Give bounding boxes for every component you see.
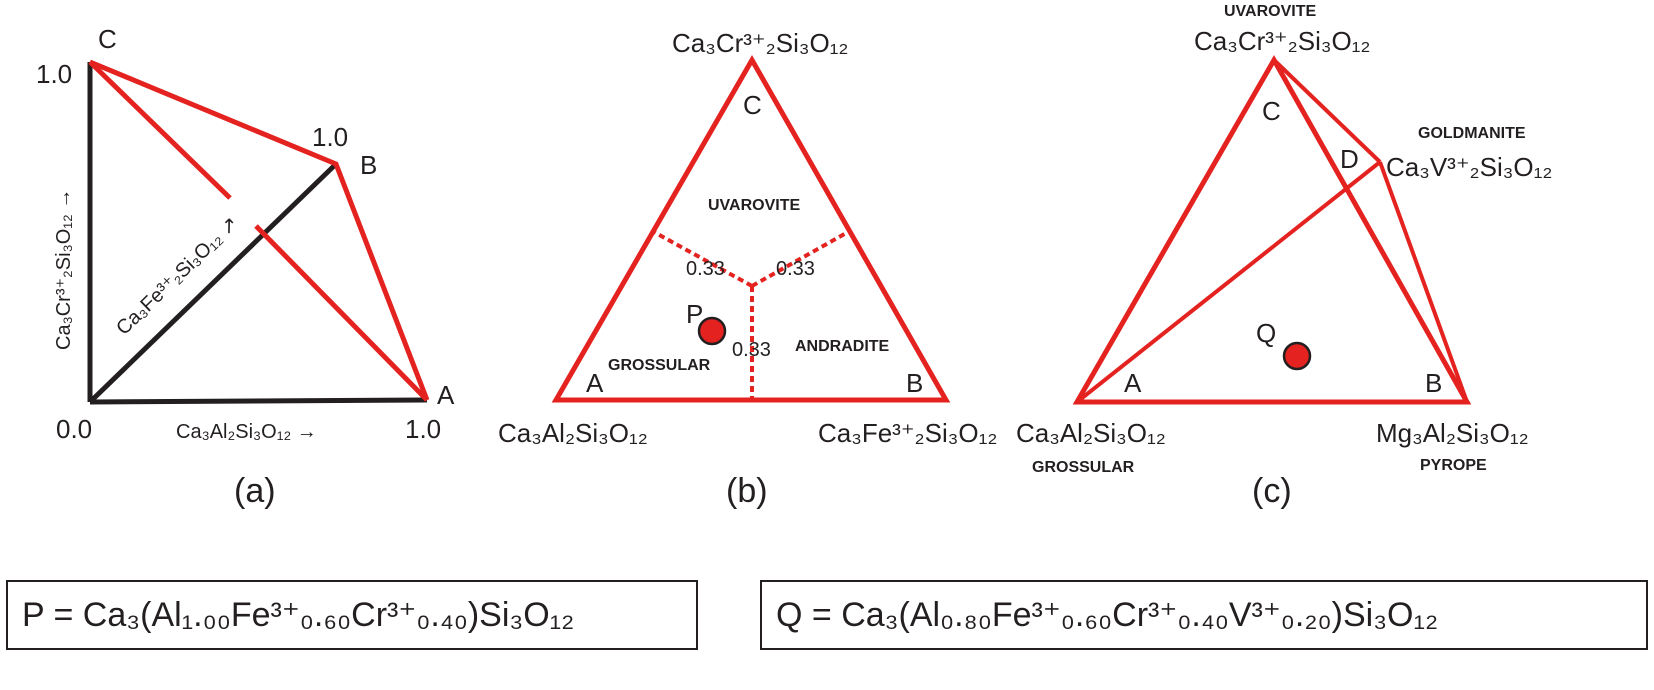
value-b-label: 1.0 bbox=[312, 122, 348, 152]
x-axis-label: Ca₃Al₂Si₃O₁₂ → bbox=[176, 421, 317, 443]
point-q-label: Q bbox=[1256, 318, 1276, 348]
value-right: 0.33 bbox=[776, 258, 815, 280]
top-formula-c: Ca₃Cr³⁺₂Si₃O₁₂ bbox=[1194, 26, 1371, 56]
caption-b: (b) bbox=[726, 472, 768, 510]
corner-a-label: A bbox=[437, 380, 455, 410]
formula-p: P = Ca₃(Al₁.₀₀Fe³⁺₀.₆₀Cr³⁺₀.₄₀)Si₃O₁₂ bbox=[22, 596, 575, 634]
panel-a: C 1.0 1.0 B A 0.0 1.0 Ca₃Al₂Si₃O₁₂ → Ca₃… bbox=[36, 24, 455, 510]
corner-b-label-b: B bbox=[906, 368, 923, 398]
value-bottom: 0.33 bbox=[732, 339, 771, 361]
axis-diagonal-line bbox=[88, 162, 338, 404]
corner-c-label-c: C bbox=[1262, 96, 1281, 126]
formula-q: Q = Ca₃(Al₀.₈₀Fe³⁺₀.₆₀Cr³⁺₀.₄₀V³⁺₀.₂₀)Si… bbox=[776, 596, 1439, 634]
panel-c: UVAROVITE Ca₃Cr³⁺₂Si₃O₁₂ C GOLDMANITE Ca… bbox=[1016, 3, 1552, 510]
axis-x-line bbox=[89, 397, 428, 405]
dotted-line-left bbox=[653, 230, 753, 288]
formula-q-box: Q = Ca₃(Al₀.₈₀Fe³⁺₀.₆₀Cr³⁺₀.₄₀V³⁺₀.₂₀)Si… bbox=[760, 580, 1648, 650]
pyrope-name: PYROPE bbox=[1420, 457, 1487, 474]
corner-d-label-c: D bbox=[1340, 144, 1359, 174]
red-line-c-lower bbox=[254, 224, 429, 402]
left-formula-b: Ca₃Al₂Si₃O₁₂ bbox=[498, 418, 648, 448]
y-axis-label: Ca₃Cr³⁺₂Si₃O₁₂ → bbox=[53, 189, 75, 350]
corner-b-label-c: B bbox=[1425, 368, 1442, 398]
panel-b: Ca₃Cr³⁺₂Si₃O₁₂ C UVAROVITE 0.33 0.33 P 0… bbox=[498, 28, 997, 510]
caption-c: (c) bbox=[1252, 472, 1292, 510]
red-line-c-upper bbox=[88, 60, 232, 200]
point-p-marker bbox=[697, 316, 727, 346]
ternary-triangle-c bbox=[1072, 54, 1472, 405]
red-outline-cba bbox=[89, 59, 430, 401]
left-formula-c: Ca₃Al₂Si₃O₁₂ bbox=[1016, 418, 1166, 448]
line-d-to-b bbox=[1378, 161, 1469, 403]
region-andradite: ANDRADITE bbox=[795, 338, 890, 355]
region-grossular: GROSSULAR bbox=[608, 357, 711, 374]
goldmanite-name: GOLDMANITE bbox=[1418, 125, 1526, 142]
corner-a-label-b: A bbox=[586, 368, 604, 398]
dotted-line-right bbox=[751, 230, 849, 288]
right-formula-b: Ca₃Fe³⁺₂Si₃O₁₂ bbox=[818, 418, 997, 448]
grossular-name: GROSSULAR bbox=[1032, 459, 1135, 476]
formula-p-box: P = Ca₃(Al₁.₀₀Fe³⁺₀.₆₀Cr³⁺₀.₄₀)Si₃O₁₂ bbox=[6, 580, 698, 650]
region-uvarovite: UVAROVITE bbox=[708, 197, 800, 214]
caption-a: (a) bbox=[234, 472, 276, 510]
value-c-label: 1.0 bbox=[36, 59, 72, 89]
value-left: 0.33 bbox=[686, 258, 725, 280]
bottom-right-formula-c: Mg₃Al₂Si₃O₁₂ bbox=[1376, 418, 1529, 448]
corner-c-label-b: C bbox=[743, 90, 762, 120]
line-a-to-d bbox=[1075, 160, 1382, 404]
corner-c-label: C bbox=[98, 24, 117, 54]
corner-b-label: B bbox=[360, 150, 377, 180]
top-formula-b: Ca₃Cr³⁺₂Si₃O₁₂ bbox=[672, 28, 849, 58]
point-p-label: P bbox=[686, 299, 703, 329]
value-a-label: 1.0 bbox=[405, 414, 441, 444]
line-c-to-d bbox=[1272, 58, 1382, 164]
corner-a-label-c: A bbox=[1124, 368, 1142, 398]
uvarovite-name: UVAROVITE bbox=[1224, 3, 1316, 20]
origin-label: 0.0 bbox=[56, 414, 92, 444]
point-q-marker bbox=[1282, 341, 1312, 371]
right-formula-c: Ca₃V³⁺₂Si₃O₁₂ bbox=[1386, 152, 1552, 182]
